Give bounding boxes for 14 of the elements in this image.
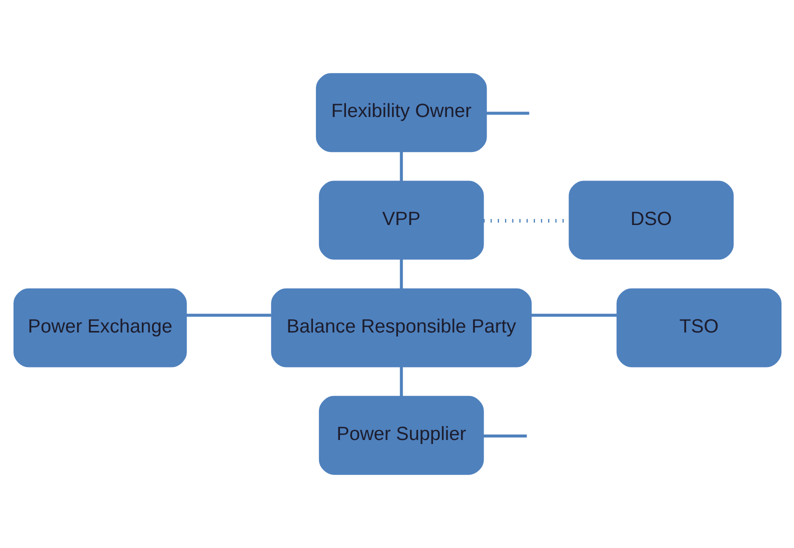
connector <box>486 112 529 115</box>
node-box: Power Supplier <box>318 396 484 475</box>
connector <box>531 314 616 317</box>
node-box: DSO <box>568 180 734 260</box>
node-box: VPP <box>318 180 484 260</box>
node-box: Flexibility Owner <box>315 73 486 152</box>
connector <box>482 434 526 438</box>
connector <box>186 314 271 317</box>
connector <box>399 152 402 182</box>
connector <box>399 366 402 396</box>
node-box: Power Exchange <box>13 288 186 368</box>
node-box: Balance Responsible Party <box>270 288 532 368</box>
connector <box>399 259 402 289</box>
node-box: TSO <box>616 288 781 368</box>
